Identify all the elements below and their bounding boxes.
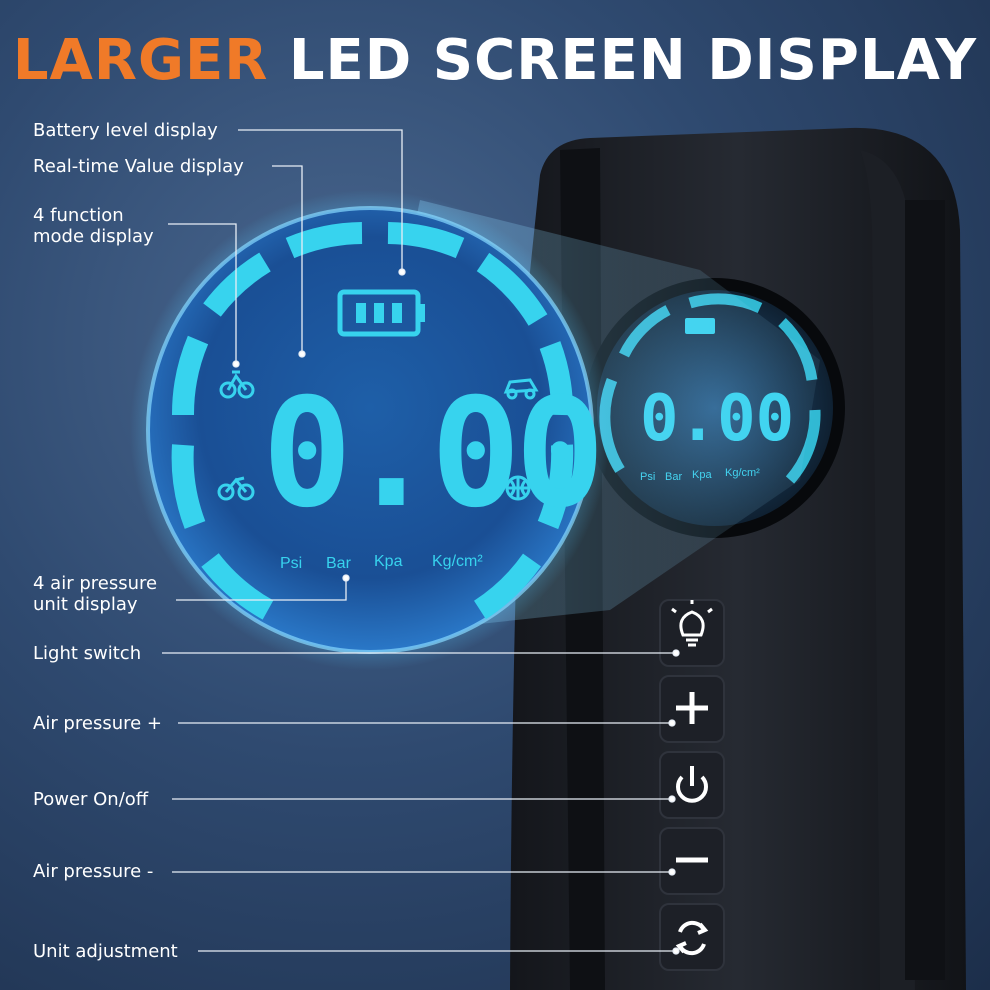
callout-unit-2: unit display — [33, 594, 138, 615]
bulb-icon — [671, 600, 713, 647]
arc-segment — [171, 444, 206, 529]
callout-power: Power On/off — [33, 789, 149, 810]
battery-icon — [337, 289, 425, 337]
arc-segment — [476, 252, 548, 326]
unit-kpa: Kpa — [374, 553, 403, 570]
callout-plus: Air pressure + — [33, 713, 162, 734]
callout-battery: Battery level display — [33, 120, 218, 141]
arc-segment — [539, 341, 574, 416]
arc-segment — [387, 222, 465, 259]
unit-bar: Bar — [326, 555, 352, 572]
button-panel — [659, 599, 725, 971]
callout-unit-adjust: Unit adjustment — [33, 941, 178, 962]
car-icon — [503, 378, 539, 400]
callout-minus: Air pressure - — [33, 861, 154, 882]
arc-segment — [285, 222, 363, 259]
unit-adjust-button[interactable] — [659, 903, 725, 971]
display-value: 0.00 — [262, 367, 599, 541]
callout-mode-2: mode display — [33, 226, 154, 247]
callout-unit-1: 4 air pressure — [33, 573, 158, 594]
callout-light: Light switch — [33, 643, 142, 664]
bicycle-icon — [219, 370, 255, 399]
light-switch-button[interactable] — [659, 599, 725, 667]
motorcycle-icon — [217, 476, 255, 501]
arc-segment — [473, 553, 541, 620]
arc-segment — [171, 335, 209, 416]
power-icon — [676, 766, 708, 803]
arc-segment — [537, 444, 574, 530]
headline-highlight: LARGER — [12, 28, 269, 93]
headline: LARGER LED SCREEN DISPLAY — [0, 28, 990, 93]
callout-mode-1: 4 function — [33, 205, 124, 226]
unit-kgcm: Kg/cm² — [432, 553, 483, 570]
callout-realtime: Real-time Value display — [33, 156, 244, 177]
arc-segment — [201, 553, 274, 620]
ball-icon — [505, 475, 531, 501]
plus-icon — [676, 692, 708, 724]
headline-rest: LED SCREEN DISPLAY — [288, 28, 978, 93]
callout-lines — [162, 129, 680, 955]
zoomed-display: 0.00 Psi Bar Kpa — [130, 190, 610, 670]
unit-psi: Psi — [280, 555, 302, 572]
refresh-icon — [675, 920, 709, 956]
